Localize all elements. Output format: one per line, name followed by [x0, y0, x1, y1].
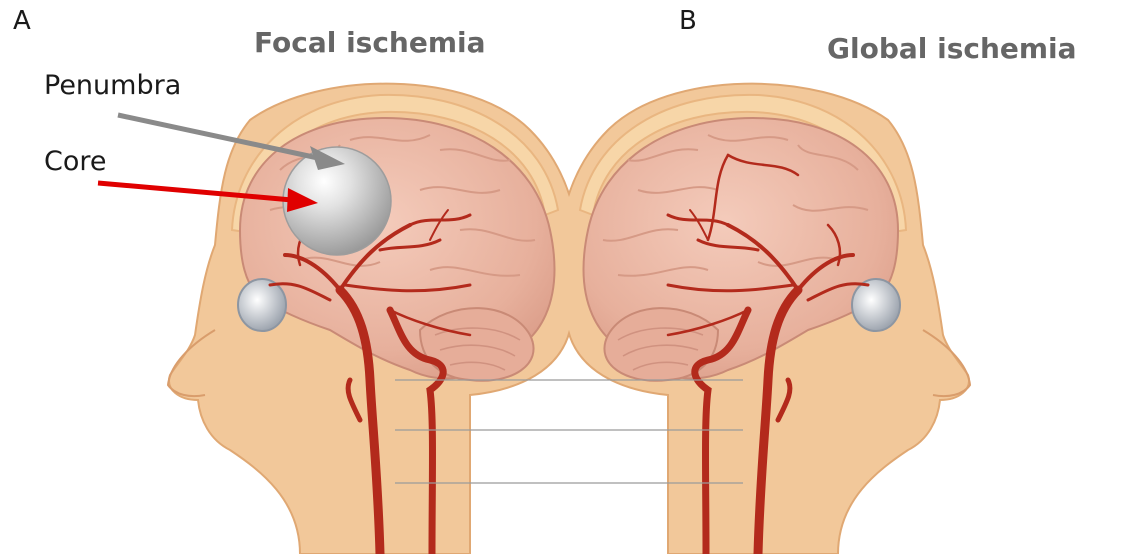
- panel-title: Global ischemia: [827, 32, 1077, 65]
- panel-letter: B: [679, 6, 697, 36]
- panel-title: Focal ischemia: [254, 26, 486, 59]
- panel-letter: A: [13, 6, 31, 36]
- penumbra-label: Penumbra: [44, 70, 181, 101]
- panel-a: A Focal ischemia Penumbra Core: [0, 0, 569, 554]
- core-label: Core: [44, 146, 107, 177]
- head-illustration-right: [569, 0, 1138, 554]
- eye: [238, 279, 286, 331]
- panel-b: B Global ischemia: [569, 0, 1138, 554]
- eye: [852, 279, 900, 331]
